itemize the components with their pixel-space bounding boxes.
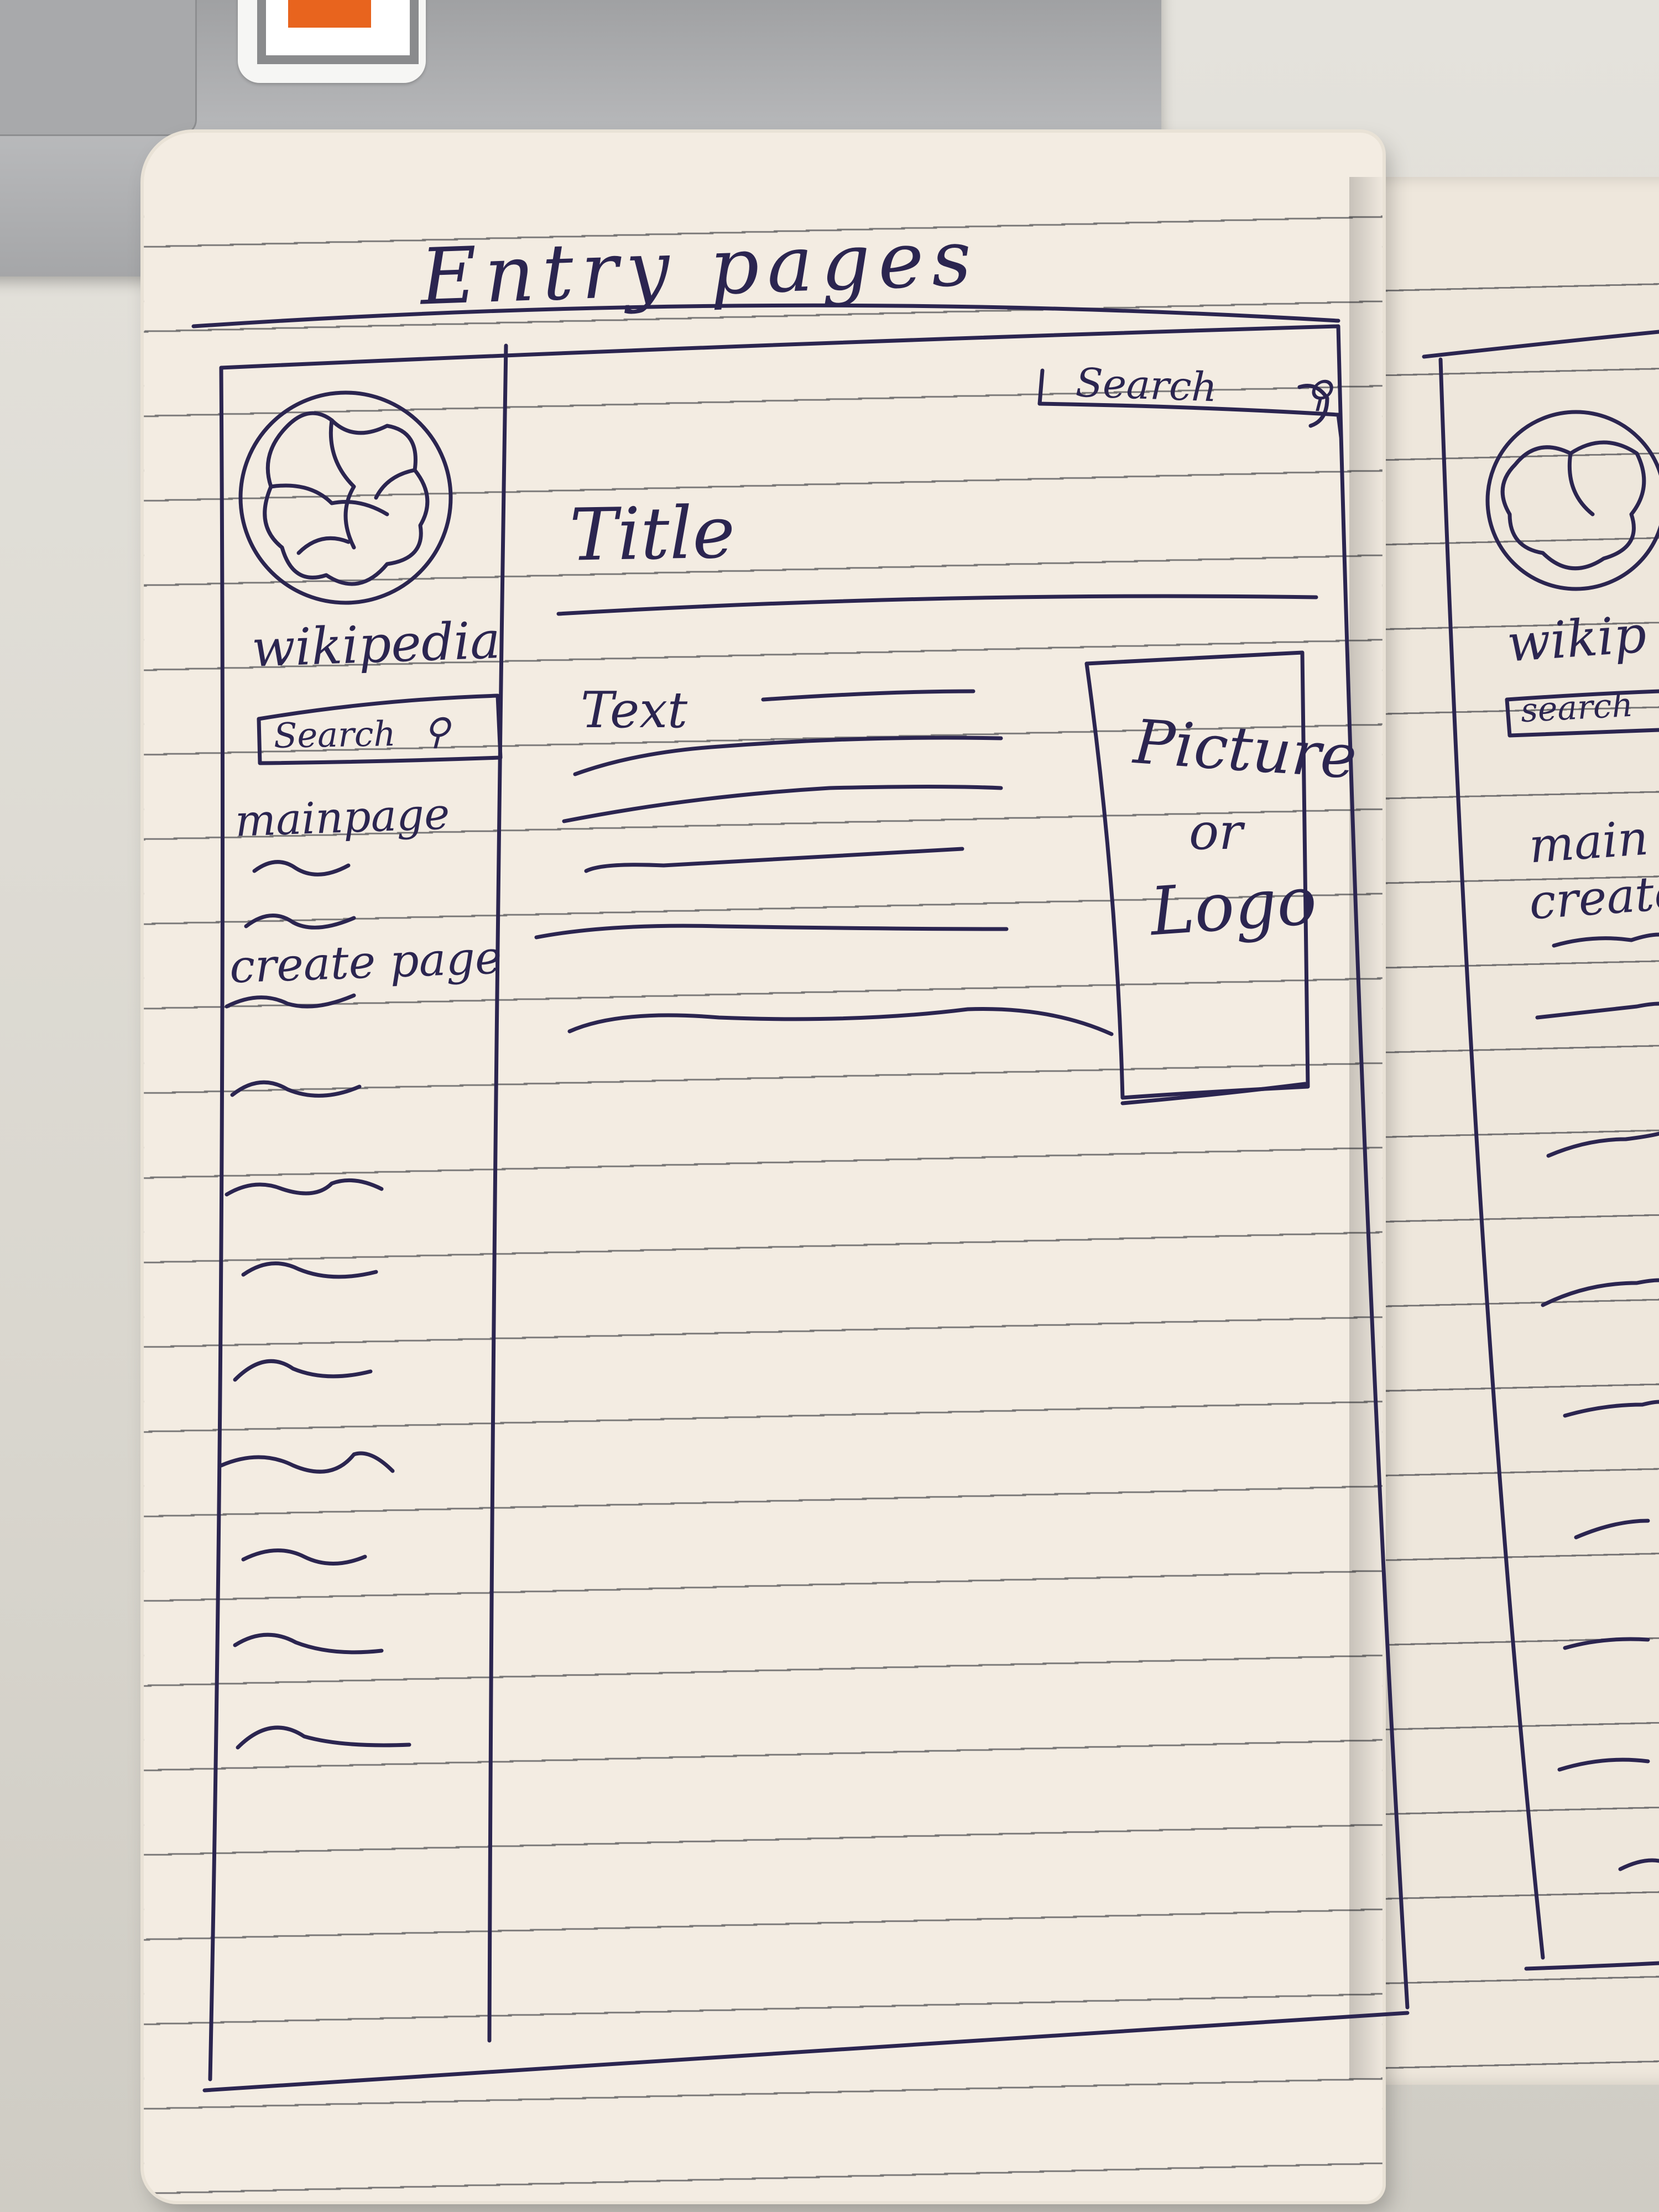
notebook-gutter [1349,177,1383,2079]
sticker-frame [257,0,419,64]
next-page-create: create [1527,864,1659,931]
next-page-site-name: wikip [1505,604,1648,674]
laptop-trackpad [0,0,197,136]
notebook-left-page [144,133,1383,2201]
sidebar-site-name: wikipedia [251,611,502,679]
header-search-icon[interactable]: ⚲ [1305,373,1332,415]
notebook-right-page [1366,177,1659,2085]
next-page-search-label: search [1520,685,1634,731]
header-search-label[interactable]: Search [1074,359,1218,411]
sticker-orange-mark [288,0,371,28]
page-title: Title [568,490,736,577]
picture-placeholder-line3: Logo [1147,862,1319,951]
ruled-lines-right [1366,177,1659,2085]
picture-placeholder-line2: or [1189,803,1243,861]
laptop-sticker [238,0,426,83]
sidebar-item-main-page[interactable]: mainpage [234,789,451,847]
ruled-lines-left [144,133,1383,2201]
sketch-heading: Entry pages [419,213,981,323]
picture-placeholder-line1: Picture [1131,706,1359,792]
sidebar-search-icon[interactable]: ⚲ [423,710,450,753]
sidebar-search-label[interactable]: Search [273,713,397,756]
text-label: Text [581,681,688,739]
sidebar-item-create-page[interactable]: create page [228,931,503,994]
next-page-main: main [1527,810,1650,874]
